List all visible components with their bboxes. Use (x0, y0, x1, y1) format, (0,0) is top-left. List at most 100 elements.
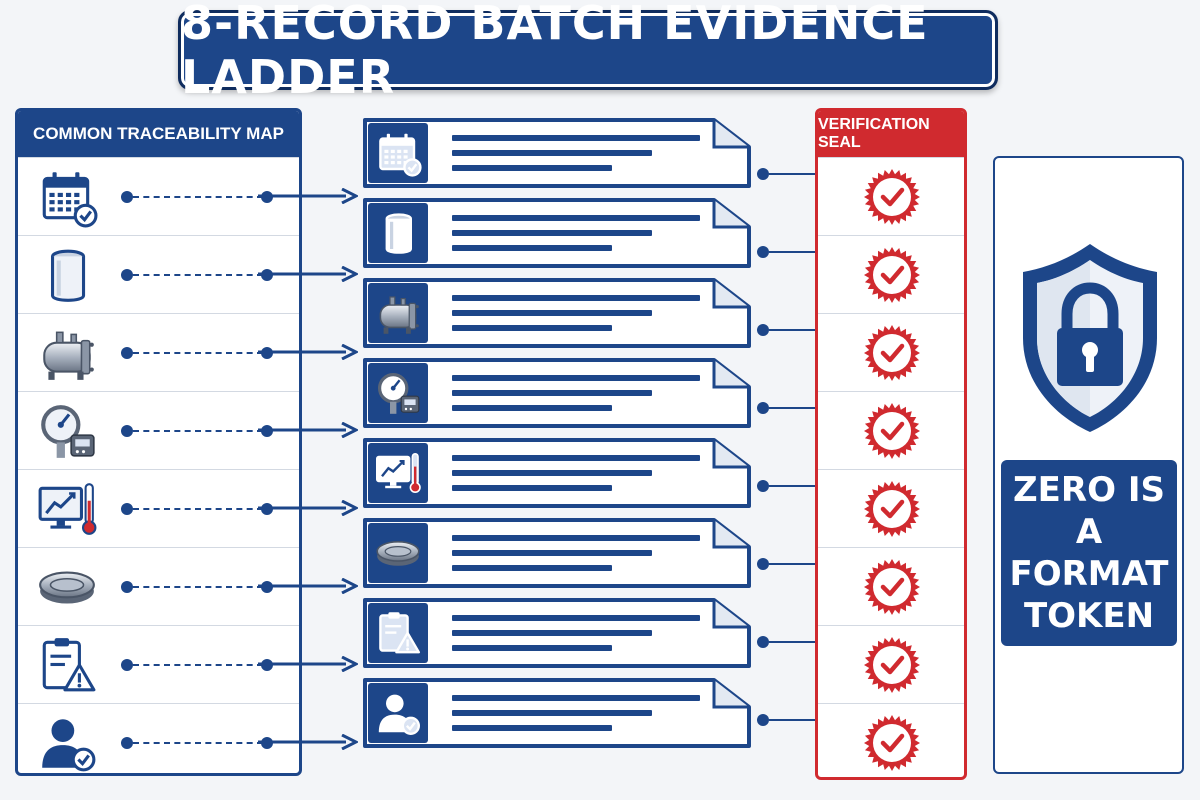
evidence-record-card[interactable] (362, 277, 752, 349)
map-row (18, 625, 299, 703)
record-arrow (258, 188, 358, 204)
traceability-map-header: COMMON TRACEABILITY MAP (18, 111, 299, 157)
traceability-map-panel: COMMON TRACEABILITY MAP (15, 108, 302, 776)
check-seal-icon (864, 247, 920, 303)
record-text-line (452, 165, 612, 171)
pressure-gauge-icon (41, 405, 95, 458)
seal-row (818, 547, 964, 625)
format-token-label: ZERO IS A FORMAT TOKEN (1001, 460, 1177, 646)
link-start-dot (121, 503, 133, 515)
seal-connector-line (769, 719, 817, 721)
record-text-line (452, 695, 700, 701)
link-start-dot (121, 425, 133, 437)
record-arrow (258, 344, 358, 360)
drum-container-icon (50, 249, 86, 302)
record-text-line (452, 615, 700, 621)
map-row (18, 313, 299, 391)
record-icon-box (368, 443, 428, 503)
seal-connector-dot (757, 324, 769, 336)
user-approved-icon (378, 694, 420, 735)
record-text-line (452, 535, 700, 541)
evidence-record-card[interactable] (362, 117, 752, 189)
seal-row (818, 157, 964, 235)
seal-connector-line (769, 563, 817, 565)
map-row (18, 391, 299, 469)
record-icon-box (368, 603, 428, 663)
seal-connector-line (769, 329, 817, 331)
record-text-line (452, 245, 612, 251)
record-text-line (452, 630, 652, 636)
record-text-line (452, 150, 652, 156)
seal-row (818, 391, 964, 469)
link-start-dot (121, 581, 133, 593)
seal-row (818, 469, 964, 547)
dashed-link (133, 430, 263, 432)
gasket-ring-icon (39, 571, 95, 604)
record-text-line (452, 230, 652, 236)
check-seal-icon (864, 715, 920, 771)
verification-seal-panel: VERIFICATION SEAL (815, 108, 967, 780)
gasket-ring-icon (376, 541, 420, 566)
evidence-record-card[interactable] (362, 517, 752, 589)
record-arrow (258, 734, 358, 750)
check-seal-icon (864, 637, 920, 693)
seal-connector-line (769, 407, 817, 409)
record-text-line (452, 725, 612, 731)
record-text-line (452, 325, 612, 331)
dashed-link (133, 352, 263, 354)
steam-boiler-icon (43, 331, 94, 380)
seal-connector-dot (757, 714, 769, 726)
record-text-line (452, 645, 612, 651)
record-text-line (452, 215, 700, 221)
record-arrow (258, 500, 358, 516)
format-token-panel: ZERO IS A FORMAT TOKEN (993, 156, 1184, 774)
record-text-line (452, 295, 700, 301)
record-text-line (452, 390, 652, 396)
trend-monitor-thermometer-icon (38, 483, 97, 535)
seal-row (818, 313, 964, 391)
link-start-dot (121, 347, 133, 359)
evidence-record-card[interactable] (362, 437, 752, 509)
dashed-link (133, 196, 263, 198)
record-text-line (452, 470, 652, 476)
link-start-dot (121, 269, 133, 281)
seal-connector-line (769, 485, 817, 487)
record-icon-box (368, 683, 428, 743)
clipboard-warning-icon (379, 612, 420, 654)
map-row (18, 547, 299, 625)
seal-connector-line (769, 173, 817, 175)
record-arrow (258, 266, 358, 282)
seal-row (818, 235, 964, 313)
seal-connector-dot (757, 558, 769, 570)
seal-connector-dot (757, 480, 769, 492)
link-start-dot (121, 737, 133, 749)
map-row (18, 703, 299, 773)
shield-lock-icon (1023, 244, 1157, 432)
map-row (18, 469, 299, 547)
page-title: 8-RECORD BATCH EVIDENCE LADDER (178, 0, 998, 104)
record-text-line (452, 710, 652, 716)
clipboard-warning-icon (42, 638, 96, 692)
record-text-line (452, 565, 612, 571)
seal-connector-dot (757, 168, 769, 180)
evidence-record-card[interactable] (362, 597, 752, 669)
check-seal-icon (864, 403, 920, 459)
record-icon-box (368, 283, 428, 343)
check-seal-icon (864, 325, 920, 381)
evidence-record-card[interactable] (362, 357, 752, 429)
record-arrow (258, 422, 358, 438)
seal-row (818, 703, 964, 777)
record-text-line (452, 375, 700, 381)
evidence-record-card[interactable] (362, 677, 752, 749)
check-seal-icon (864, 559, 920, 615)
check-seal-icon (864, 169, 920, 225)
record-icon-box (368, 523, 428, 583)
evidence-record-card[interactable] (362, 197, 752, 269)
record-text-line (452, 550, 652, 556)
trend-monitor-thermometer-icon (376, 453, 421, 493)
dashed-link (133, 586, 263, 588)
map-row (18, 235, 299, 313)
record-arrow (258, 656, 358, 672)
drum-container-icon (385, 213, 412, 254)
dashed-link (133, 742, 263, 744)
